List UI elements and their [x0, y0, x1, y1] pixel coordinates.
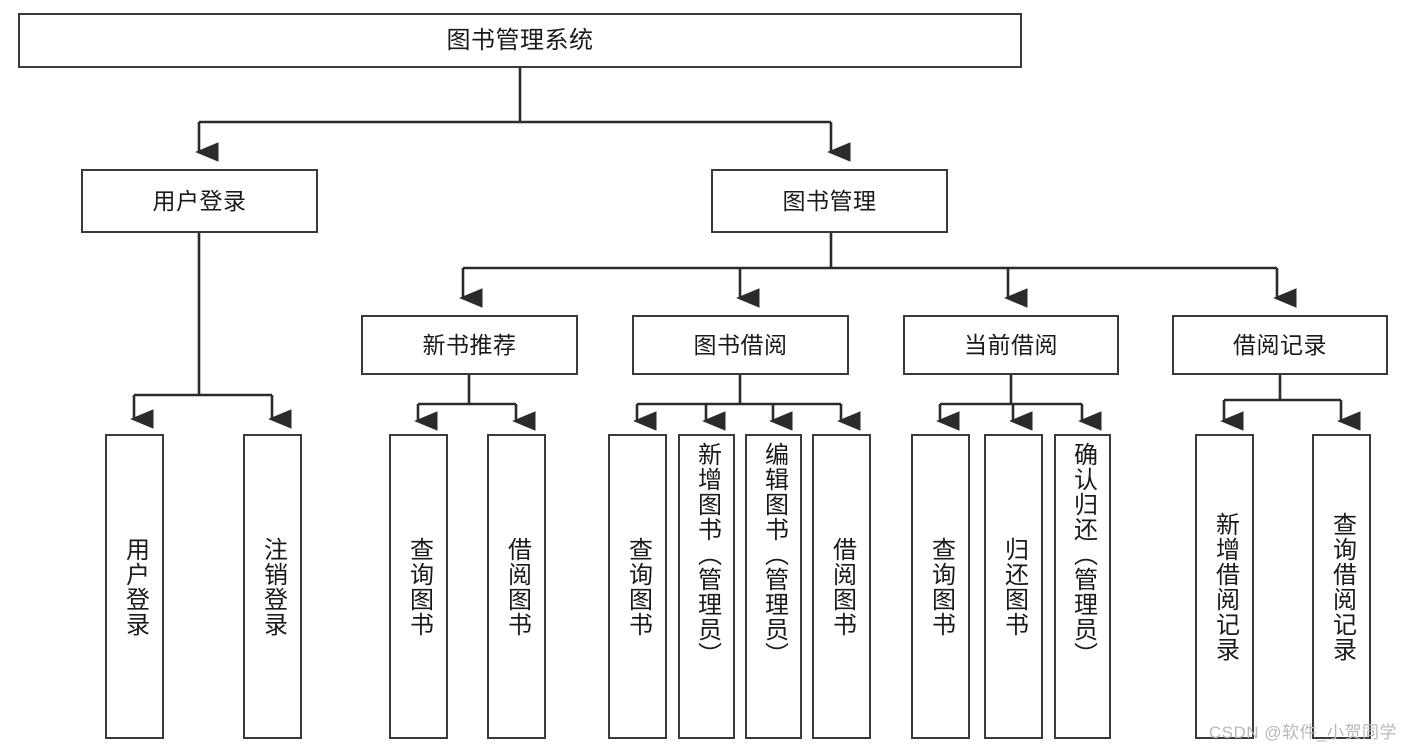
node-leaf-query-book-borrow-label: 查询图书 [624, 536, 652, 637]
edges-current-borrow-to-leaves [936, 375, 1102, 431]
edges-book-borrow-to-leaves [633, 375, 861, 431]
node-book-manage[interactable]: 图书管理 [711, 169, 948, 233]
node-leaf-add-borrow-record[interactable]: 新增借阅记录 [1195, 434, 1254, 739]
node-current-borrow-label: 当前借阅 [964, 331, 1058, 358]
node-leaf-query-book-borrow[interactable]: 查询图书 [608, 434, 667, 739]
node-leaf-add-book-admin-label: 新增图书（管理员） [693, 442, 721, 667]
node-borrow-records-label: 借阅记录 [1233, 331, 1327, 358]
node-leaf-borrow-book[interactable]: 借阅图书 [812, 434, 871, 739]
node-user-login[interactable]: 用户登录 [81, 169, 318, 233]
node-leaf-logout-label: 注销登录 [259, 536, 287, 637]
node-leaf-borrow-book-recommend-label: 借阅图书 [503, 536, 531, 637]
node-leaf-confirm-return-admin-label: 确认归还（管理员） [1069, 442, 1097, 667]
node-book-borrow-label: 图书借阅 [693, 331, 788, 358]
node-root[interactable]: 图书管理系统 [18, 13, 1022, 68]
node-book-borrow[interactable]: 图书借阅 [632, 315, 849, 375]
node-leaf-query-book-recommend-label: 查询图书 [405, 536, 433, 637]
node-leaf-edit-book-admin[interactable]: 编辑图书（管理员） [745, 434, 802, 739]
edges-borrow-records-to-leaves [1220, 375, 1361, 431]
edges-new-book-recommend-to-leaves [414, 375, 536, 431]
node-leaf-user-login[interactable]: 用户登录 [105, 434, 164, 739]
node-leaf-return-book-label: 归还图书 [1000, 536, 1028, 637]
node-leaf-borrow-book-recommend[interactable]: 借阅图书 [487, 434, 546, 739]
edges-user-login-to-leaves [130, 233, 292, 429]
node-leaf-query-borrow-record[interactable]: 查询借阅记录 [1312, 434, 1371, 739]
csdn-watermark: CSDN @软件_小贺同学 [1208, 723, 1397, 742]
node-root-label: 图书管理系统 [446, 26, 594, 54]
edges-root-to-level2 [195, 68, 851, 162]
node-user-login-label: 用户登录 [152, 187, 247, 214]
node-leaf-query-book-current-label: 查询图书 [927, 536, 955, 637]
node-leaf-query-book-current[interactable]: 查询图书 [911, 434, 970, 739]
node-leaf-edit-book-admin-label: 编辑图书（管理员） [760, 442, 788, 667]
node-leaf-add-borrow-record-label: 新增借阅记录 [1211, 511, 1239, 662]
node-leaf-query-book-recommend[interactable]: 查询图书 [389, 434, 448, 739]
node-new-book-recommend[interactable]: 新书推荐 [361, 315, 578, 375]
node-leaf-confirm-return-admin[interactable]: 确认归还（管理员） [1054, 434, 1111, 739]
node-leaf-add-book-admin[interactable]: 新增图书（管理员） [678, 434, 735, 739]
node-current-borrow[interactable]: 当前借阅 [903, 315, 1119, 375]
node-leaf-user-login-label: 用户登录 [121, 536, 149, 637]
edges-book-manage-to-level3 [459, 233, 1297, 308]
node-leaf-return-book[interactable]: 归还图书 [984, 434, 1043, 739]
node-borrow-records[interactable]: 借阅记录 [1172, 315, 1388, 375]
node-book-manage-label: 图书管理 [782, 187, 877, 214]
node-leaf-borrow-book-label: 借阅图书 [828, 536, 856, 637]
node-leaf-logout[interactable]: 注销登录 [243, 434, 302, 739]
node-leaf-query-borrow-record-label: 查询借阅记录 [1328, 511, 1356, 662]
node-new-book-recommend-label: 新书推荐 [422, 331, 517, 358]
